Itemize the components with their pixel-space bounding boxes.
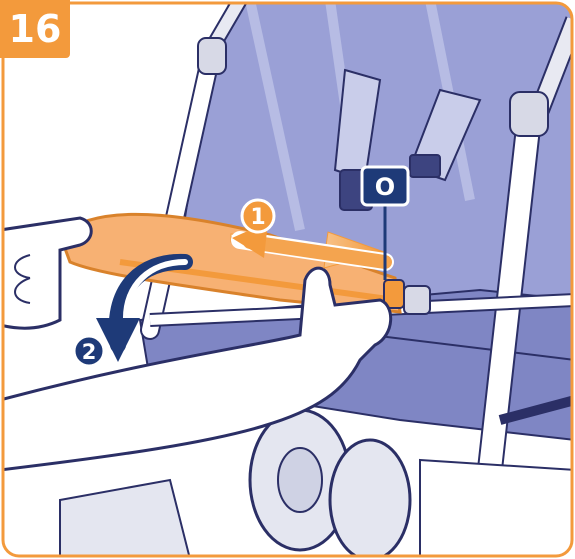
step-1-label: 1 [250,205,265,230]
hinge-right [510,92,548,136]
step-2-label: 2 [82,340,97,364]
hinge-left [198,38,226,74]
wheel-right [330,440,410,559]
step-number-badge: 16 [0,0,70,58]
part-callout-label: O [375,173,395,201]
